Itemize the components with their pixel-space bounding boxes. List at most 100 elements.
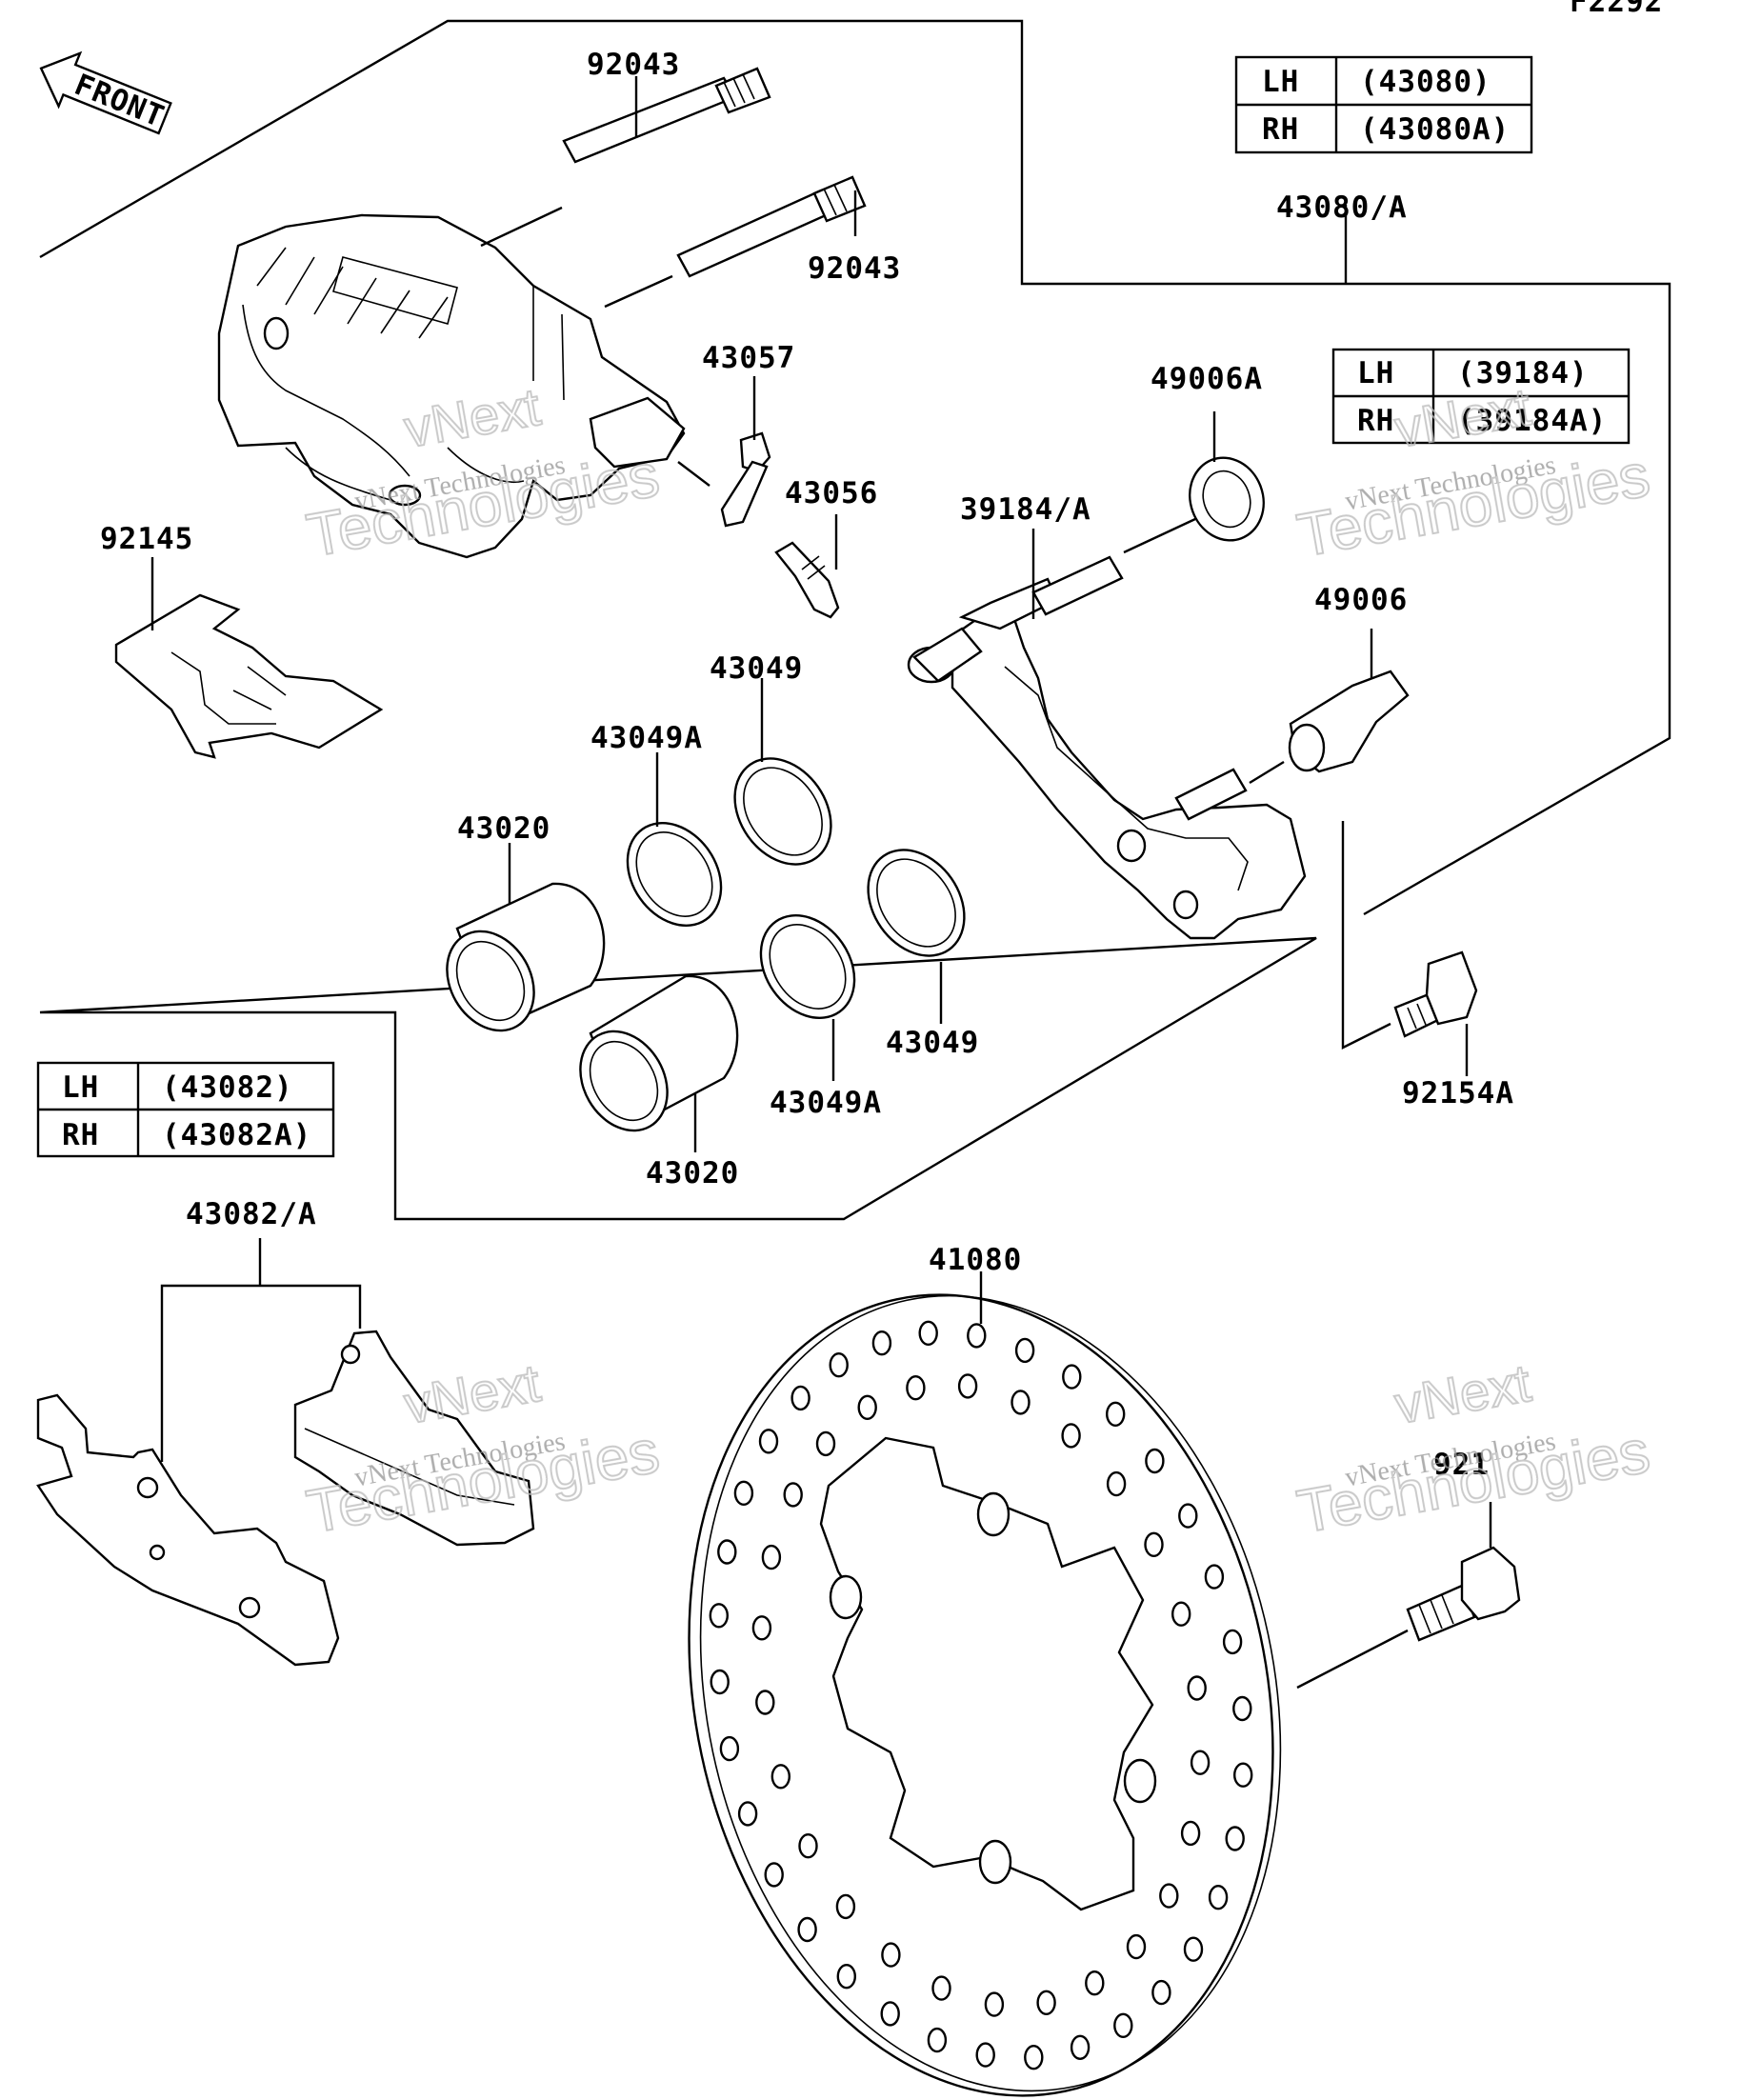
piston-lower (579, 974, 739, 1132)
bracket-bolt (1393, 950, 1478, 1038)
caliper-body (217, 213, 686, 559)
disc-vent-hole (1144, 1531, 1164, 1558)
svg-text:RH: RH (1262, 112, 1299, 147)
disc-vent-hole (797, 1916, 817, 1943)
disc-vent-hole (1014, 1337, 1035, 1364)
disc-vent-hole (927, 2027, 948, 2053)
disc-vent-hole (967, 1323, 987, 1349)
disc-vent-hole (1062, 1364, 1082, 1390)
piston-upper (446, 882, 606, 1032)
disc-vent-hole (836, 1963, 856, 1990)
disc-vent-hole (783, 1482, 803, 1508)
disc-vent-hole (829, 1351, 849, 1378)
brake-disc (688, 1293, 1282, 2097)
slide-pin-lower (676, 175, 867, 278)
disc-vent-hole (931, 1975, 951, 2001)
disc-vent-hole (1232, 1695, 1252, 1722)
leader-lines (150, 76, 1492, 1548)
disc-vent-hole (761, 1544, 782, 1570)
disc-vent-hole (1159, 1883, 1179, 1909)
disc-vent-hole (1113, 2012, 1133, 2039)
disc-vent-hole (717, 1539, 737, 1565)
callout-43020-lower: 43020 (646, 1156, 739, 1190)
callout-labels: 92043 92043 43080/A 43057 43056 49006A 3… (100, 48, 1514, 1482)
disc-vent-hole (1061, 1423, 1081, 1449)
callout-39184-a: 39184/A (960, 492, 1091, 527)
callout-92154a: 92154A (1402, 1076, 1514, 1110)
svg-text:(39184A): (39184A) (1457, 404, 1607, 438)
brake-pad-left (36, 1393, 340, 1667)
disc-vent-hole (1070, 2034, 1091, 2061)
disc-vent-hole (1190, 1750, 1211, 1775)
svg-text:vNext: vNext (1391, 376, 1535, 459)
disc-vent-hole (881, 1942, 901, 1968)
svg-text:RH: RH (1357, 404, 1394, 438)
callout-49006a: 49006A (1151, 362, 1263, 396)
callout-43049a-lower: 43049A (770, 1086, 882, 1120)
callout-92043-upper: 92043 (587, 48, 680, 82)
caliper-bracket (907, 555, 1307, 940)
disc-vent-hole (1178, 1503, 1198, 1529)
disc-vent-hole (1151, 1979, 1171, 2006)
disc-vent-hole (1183, 1936, 1204, 1962)
disc-vent-hole (957, 1373, 978, 1399)
disc-vent-hole (1180, 1820, 1201, 1847)
callout-92043-lower: 92043 (808, 251, 901, 286)
boot (1288, 670, 1410, 773)
svg-text:LH: LH (1262, 65, 1299, 99)
disc-vent-hole (790, 1385, 810, 1411)
disc-vent-hole (1024, 2044, 1044, 2070)
disc-vent-hole (880, 2001, 900, 2027)
brake-pad-right (293, 1330, 535, 1547)
disc-vent-hole (1222, 1629, 1243, 1655)
piston-seal-a-upper (626, 822, 723, 927)
disc-vent-hole (871, 1330, 892, 1356)
front-arrow-label: FRONT (70, 68, 170, 134)
disc-vent-hole (770, 1764, 790, 1790)
disc-vent-hole (1105, 1401, 1126, 1428)
bracket-code-table: LH (39184) RH (39184A) (1331, 348, 1631, 445)
disc-vent-hole (710, 1669, 730, 1695)
svg-text:LH: LH (1357, 356, 1394, 390)
disc-vent-hole (1085, 1970, 1105, 1996)
disc-vent-hole (733, 1480, 754, 1507)
pad-spring (114, 593, 384, 759)
disc-vent-hole (1187, 1675, 1207, 1701)
svg-text:(43082): (43082) (162, 1070, 293, 1105)
callout-43080-a: 43080/A (1276, 190, 1408, 225)
page-code: F2292 (1570, 0, 1663, 19)
bleed-valve-cap (720, 431, 771, 528)
disc-vent-hole (1232, 1762, 1253, 1788)
disc-vent-hole (1011, 1390, 1031, 1415)
boot-a (1189, 456, 1265, 542)
svg-text:(43080): (43080) (1360, 65, 1491, 99)
callout-43049-lower: 43049 (886, 1026, 979, 1060)
callout-43049a-upper: 43049A (590, 721, 703, 755)
svg-text:vNext: vNext (1391, 1352, 1535, 1435)
disc-vent-hole (751, 1615, 772, 1641)
disc-vent-hole (815, 1430, 836, 1457)
disc-bolt (1406, 1546, 1521, 1642)
disc-vent-holes (709, 1320, 1253, 2070)
disc-vent-hole (984, 1991, 1005, 2017)
disc-vent-hole (1106, 1470, 1127, 1497)
callout-41080: 41080 (929, 1243, 1022, 1277)
disc-vent-hole (918, 1320, 938, 1347)
disc-vent-hole (1145, 1448, 1165, 1474)
front-arrow-icon: FRONT (39, 50, 172, 135)
disc-vent-hole (1126, 1933, 1147, 1960)
disc-vent-hole (709, 1603, 729, 1629)
callout-43020-upper: 43020 (457, 811, 550, 846)
disc-vent-hole (835, 1893, 856, 1920)
svg-text:(39184): (39184) (1457, 356, 1589, 390)
caliper-group-outline (39, 19, 1671, 1221)
svg-text:Technologies: Technologies (1292, 1416, 1654, 1546)
disc-vent-hole (1225, 1826, 1245, 1851)
callout-43056: 43056 (785, 476, 878, 510)
disc-vent-hole (1171, 1601, 1191, 1627)
disc-vent-hole (737, 1801, 758, 1827)
disc-vent-hole (906, 1374, 926, 1401)
slide-pin-upper (562, 67, 771, 164)
bleed-valve (774, 541, 840, 619)
